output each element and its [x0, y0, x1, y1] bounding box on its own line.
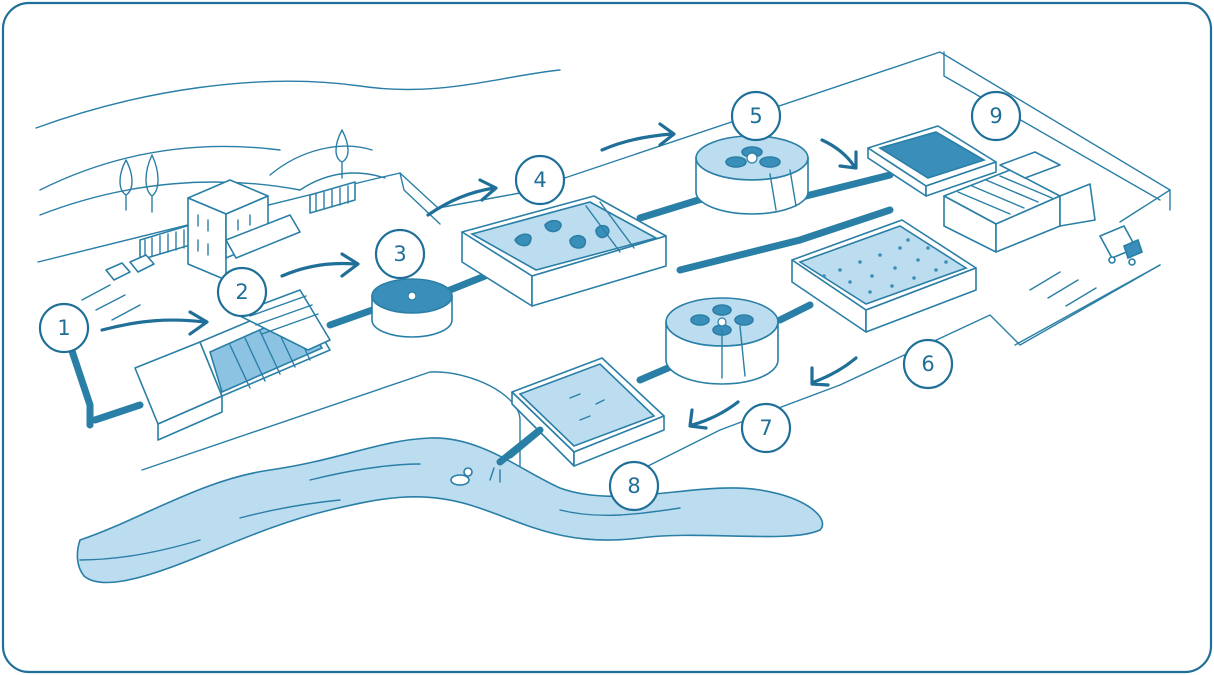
step-label-1: 1 [57, 316, 70, 340]
parked-cars [105, 254, 155, 281]
arrow-1-to-2 [100, 310, 209, 336]
arrow-5-to-9 [820, 138, 858, 170]
arrow-4-to-5 [600, 122, 676, 152]
inlet-screen [134, 289, 331, 441]
sludge-drying-bed [867, 125, 997, 197]
final-tank [511, 357, 665, 467]
primary-settling-tank [461, 195, 667, 307]
step-badge-5: 5 [730, 90, 782, 142]
step-badge-3: 3 [374, 228, 426, 280]
step-label-7: 7 [759, 416, 772, 440]
duck [450, 467, 473, 486]
sludge-truck [1099, 225, 1143, 266]
step-label-3: 3 [393, 242, 406, 266]
fences [139, 181, 356, 261]
clarifier-tank [665, 297, 779, 385]
outfall-pipe [489, 426, 544, 483]
river [76, 437, 824, 584]
step-label-4: 4 [533, 168, 546, 192]
step-badge-4: 4 [514, 154, 566, 206]
step-badge-7: 7 [740, 402, 792, 454]
trees [119, 129, 349, 213]
step-label-9: 9 [989, 104, 1002, 128]
step-badge-6: 6 [902, 338, 954, 390]
step-badge-2: 2 [216, 266, 268, 318]
step-badges: 1 2 3 4 5 6 7 8 [38, 90, 1022, 512]
step-badge-9: 9 [970, 90, 1022, 142]
sludge-shed [943, 151, 1096, 253]
step-label-8: 8 [627, 474, 640, 498]
secondary-tank [791, 219, 977, 333]
grit-chamber [371, 278, 453, 338]
arrow-3-to-4 [426, 178, 498, 217]
flow-arrows [100, 122, 858, 430]
hills-background [35, 69, 561, 216]
step-label-2: 2 [235, 280, 248, 304]
step-badge-1: 1 [38, 302, 90, 354]
step-label-6: 6 [921, 352, 934, 376]
arrow-6 [810, 356, 858, 387]
arrow-7 [688, 400, 740, 430]
step-badge-8: 8 [608, 460, 660, 512]
arrow-2-to-3 [280, 252, 360, 278]
office-building [187, 179, 301, 281]
step-label-5: 5 [749, 104, 762, 128]
aeration-tank [695, 135, 809, 215]
